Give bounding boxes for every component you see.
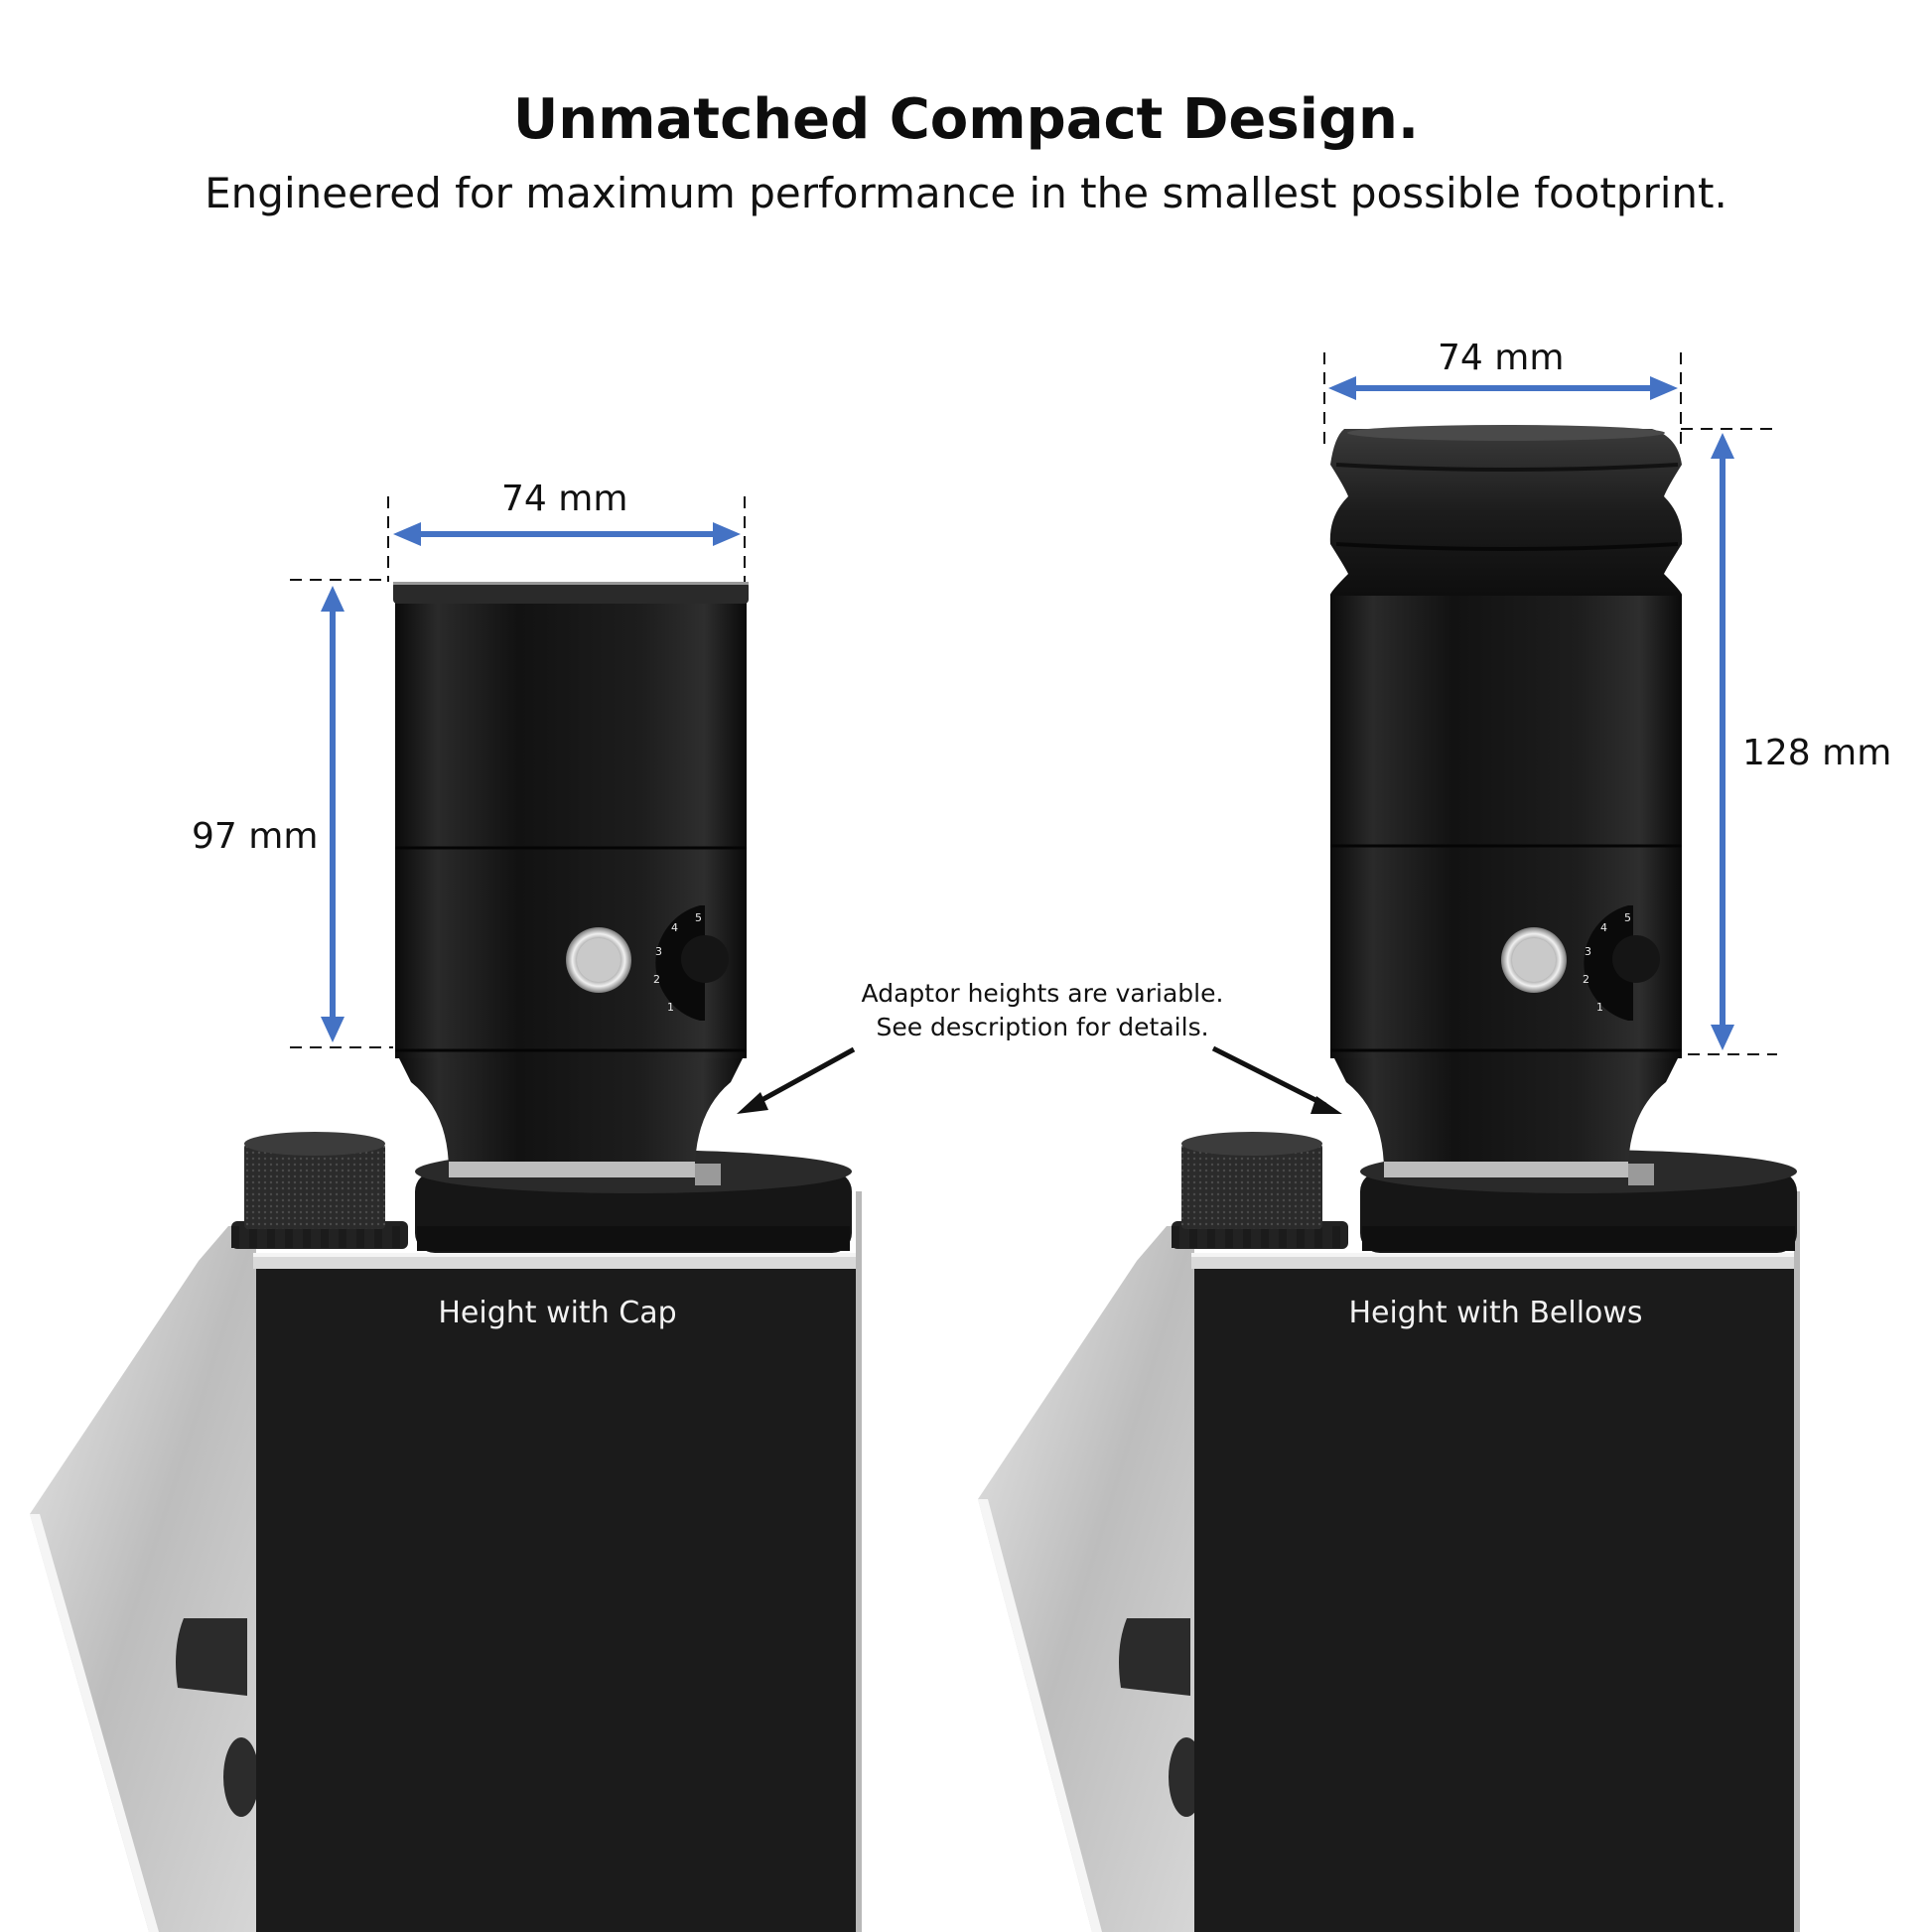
left-unit-label: Height with Cap (438, 1296, 677, 1330)
svg-text:5: 5 (695, 911, 702, 924)
svg-text:1: 1 (667, 1001, 674, 1014)
svg-text:2: 2 (653, 973, 660, 986)
right-dial-numbers: 5 4 3 2 1 (1583, 911, 1631, 1014)
left-grinder-render: 5 4 3 2 1 (30, 582, 862, 1932)
right-height-label: 128 mm (1742, 733, 1892, 773)
right-height-arrow (1711, 433, 1734, 1050)
left-height-label: 97 mm (192, 816, 319, 857)
right-width-label: 74 mm (1438, 338, 1565, 378)
svg-text:5: 5 (1624, 911, 1631, 924)
svg-text:2: 2 (1583, 973, 1589, 986)
adaptor-note: Adaptor heights are variable. See descri… (784, 977, 1301, 1044)
page-subtitle: Engineered for maximum performance in th… (205, 169, 1727, 217)
left-width-dimension (290, 496, 746, 1048)
left-width-arrow (393, 522, 741, 546)
svg-text:4: 4 (1600, 921, 1607, 934)
right-grinder-render: 5 4 3 2 1 (978, 425, 1800, 1932)
page-title: Unmatched Compact Design. (512, 87, 1420, 152)
annotation-arrows (737, 1045, 1342, 1114)
svg-text:3: 3 (1585, 945, 1591, 958)
svg-text:3: 3 (655, 945, 662, 958)
svg-text:4: 4 (671, 921, 678, 934)
left-width-label: 74 mm (501, 479, 628, 519)
right-width-dimension (1323, 352, 1777, 1055)
adaptor-note-line1: Adaptor heights are variable. (861, 979, 1224, 1008)
left-height-arrow (321, 586, 345, 1042)
svg-text:1: 1 (1596, 1001, 1603, 1014)
right-unit-label: Height with Bellows (1348, 1296, 1643, 1330)
right-width-arrow (1328, 376, 1678, 400)
adaptor-note-line2: See description for details. (876, 1013, 1209, 1041)
left-dial-numbers: 5 4 3 2 1 (653, 911, 702, 1014)
